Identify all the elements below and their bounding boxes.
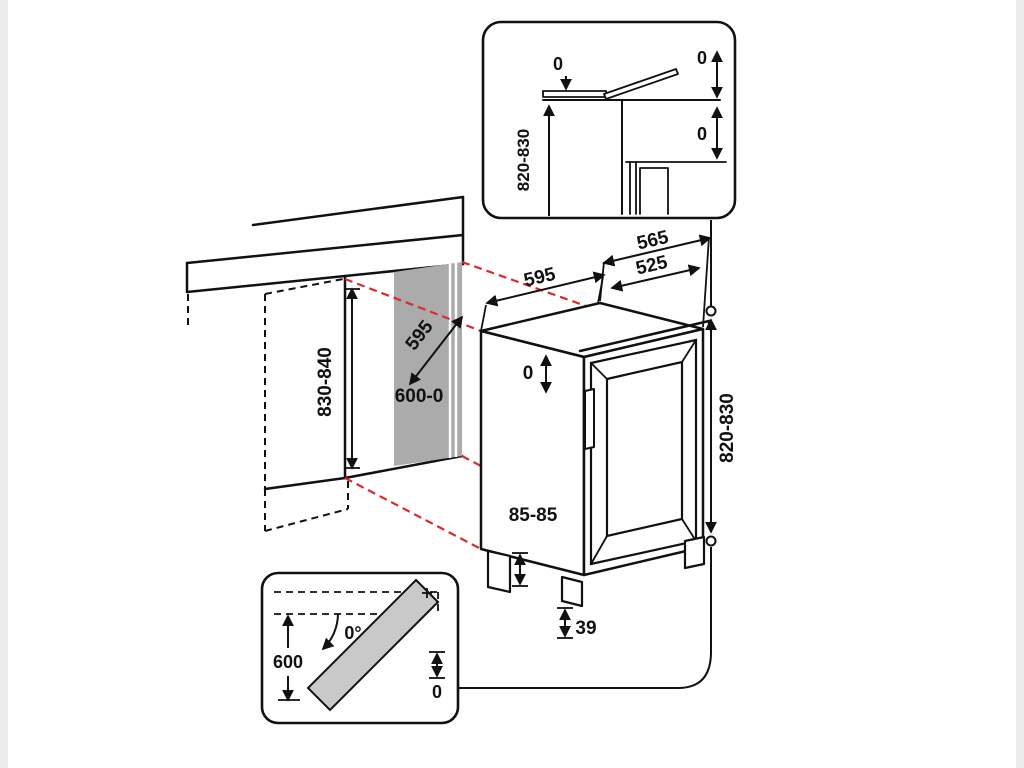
niche-panel-face — [394, 262, 462, 466]
open-door — [306, 578, 440, 712]
lid-open — [603, 68, 679, 100]
dim-top-gap: 0 — [523, 363, 534, 384]
dim-line-top-depth — [485, 271, 606, 307]
dim-door-angle: 0° — [344, 623, 361, 643]
dim-foot: 39 — [575, 618, 596, 639]
near-foot — [560, 575, 584, 608]
dim-gap-right-mid: 0 — [697, 124, 707, 144]
dim-line-width-outer — [602, 234, 712, 267]
inset-door-angle-detail: 0° 600 0 — [260, 571, 460, 725]
dim-line-niche-depth — [408, 315, 464, 386]
dim-gap-right-top: 0 — [697, 48, 707, 68]
front-foot — [486, 549, 512, 594]
alignment-line — [461, 455, 482, 467]
dim-line-width-inner — [610, 264, 701, 292]
callout-connectors — [458, 220, 712, 689]
dim-appliance-height: 820-830 — [717, 393, 738, 463]
dim-niche-width: 600-0 — [395, 386, 444, 407]
lid-flat — [542, 90, 607, 98]
appliance-door-face — [582, 327, 705, 577]
dim-opening-height: 600 — [273, 652, 303, 672]
niche-back-panel — [394, 262, 462, 466]
dim-plinth: 85-85 — [509, 505, 558, 526]
dim-lid-gap: 0 — [553, 54, 563, 74]
door-angle-arc — [321, 613, 339, 651]
dim-inset-height: 820-830 — [514, 129, 533, 191]
rear-foot — [683, 535, 706, 570]
dim-side-gap: 0 — [432, 682, 442, 702]
hinge-plus-mark — [422, 588, 432, 598]
dim-niche-height: 830-840 — [315, 347, 336, 417]
appliance-drawing — [479, 301, 711, 608]
reference-circle-bottom — [705, 535, 717, 547]
inset-top-hinge-detail: 820-830 0 0 0 — [481, 20, 737, 220]
reference-circle-top — [705, 305, 717, 317]
door-handle — [584, 388, 595, 450]
